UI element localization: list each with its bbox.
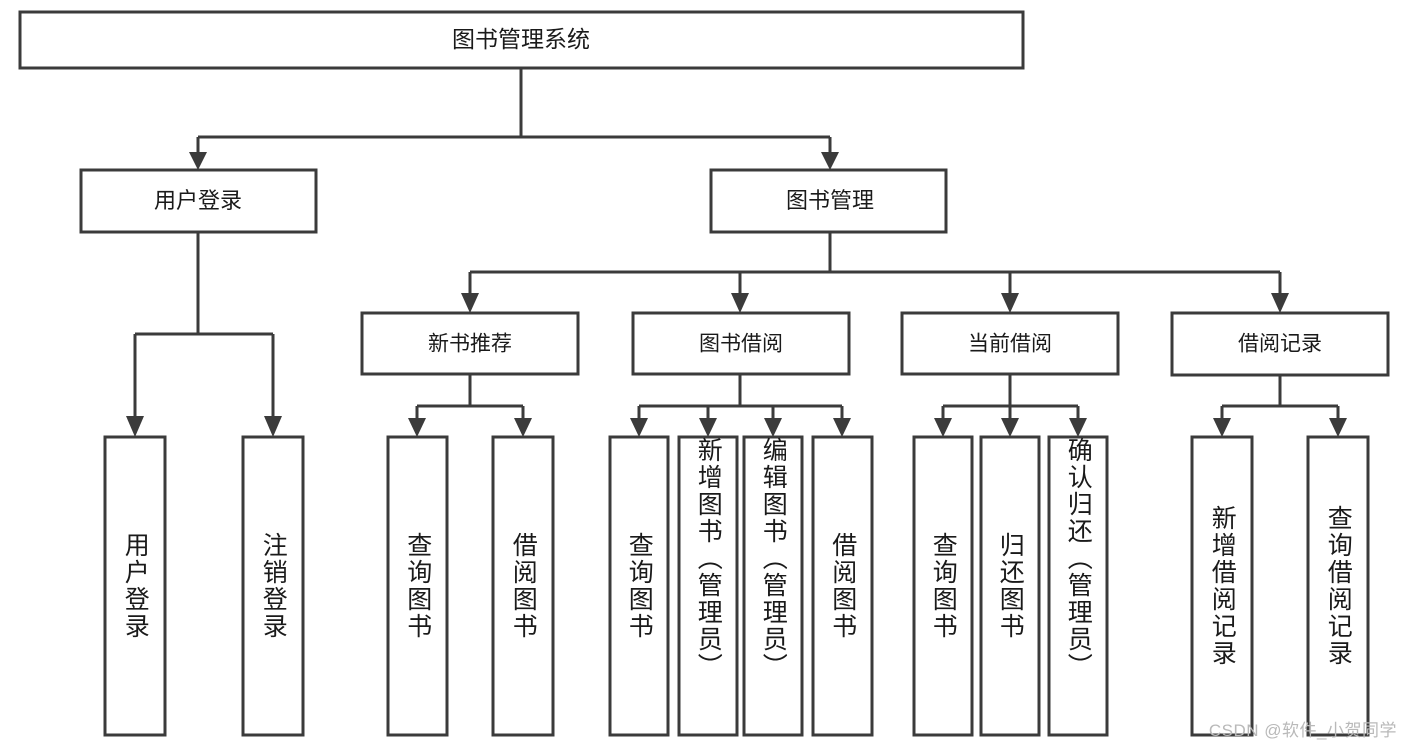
node-current-borrow-label: 当前借阅 [968, 333, 1052, 356]
node-new-book-recommend[interactable]: 新书推荐 [360, 311, 580, 376]
leaf-box [1306, 435, 1370, 737]
node-current-borrow[interactable]: 当前借阅 [900, 311, 1120, 376]
node-book-management[interactable]: 图书管理 [709, 168, 948, 234]
connector-borrow-to-leaves [630, 374, 851, 437]
node-user-login-label: 用户登录 [154, 188, 242, 213]
leaf-box [677, 435, 739, 737]
node-root-system[interactable]: 图书管理系统 [18, 10, 1025, 70]
leaf-box [608, 435, 670, 737]
leaf-box [491, 435, 555, 737]
connector-newbook-to-leaves [408, 374, 532, 437]
leaf-box [103, 435, 167, 737]
connector-record-to-leaves [1213, 375, 1347, 437]
leaf-box [811, 435, 874, 737]
leaf-box [241, 435, 305, 737]
node-book-borrow-label: 图书借阅 [699, 333, 783, 356]
leaf-box [742, 435, 804, 737]
leaf-box [1047, 435, 1109, 737]
node-root-system-label: 图书管理系统 [452, 26, 590, 52]
node-new-book-recommend-label: 新书推荐 [428, 333, 512, 356]
connector-userlogin-to-leaves [126, 232, 282, 437]
leaf-box [386, 435, 449, 737]
connector-root-to-level2 [189, 68, 839, 170]
leaf-box [1190, 435, 1254, 737]
node-book-management-label: 图书管理 [786, 188, 874, 213]
connector-current-to-leaves [934, 374, 1087, 437]
watermark: CSDN @软件_小贺同学 [1208, 721, 1397, 740]
leaf-box [979, 435, 1041, 737]
connector-bookmgmt-to-level3 [461, 232, 1289, 313]
node-user-login[interactable]: 用户登录 [79, 168, 318, 234]
leaf-boxes [103, 435, 1370, 737]
node-borrow-record[interactable]: 借阅记录 [1170, 311, 1390, 377]
node-book-borrow[interactable]: 图书借阅 [631, 311, 851, 376]
node-borrow-record-label: 借阅记录 [1238, 333, 1322, 356]
leaf-box [912, 435, 974, 737]
